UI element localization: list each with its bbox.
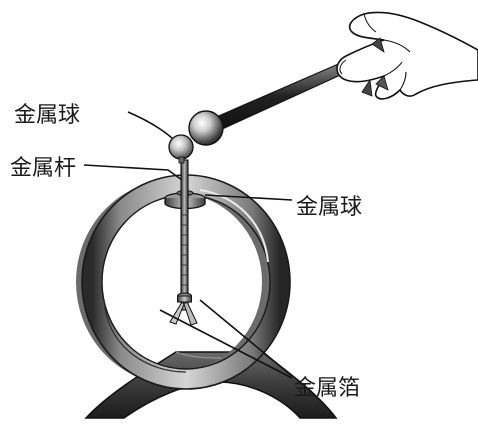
charged-rod-with-ball xyxy=(188,61,348,146)
label-metal-ball-cap: 金属球 xyxy=(296,195,362,220)
hand-illustration xyxy=(336,11,478,100)
label-metal-foil: 金属箔 xyxy=(294,376,360,401)
leader-lines xyxy=(83,111,293,379)
label-metal-ball-top: 金属球 xyxy=(14,103,80,128)
label-metal-rod: 金属杆 xyxy=(10,156,76,181)
small-metal-ball xyxy=(168,134,194,160)
metal-rod xyxy=(177,159,192,311)
metal-foils xyxy=(169,301,198,326)
